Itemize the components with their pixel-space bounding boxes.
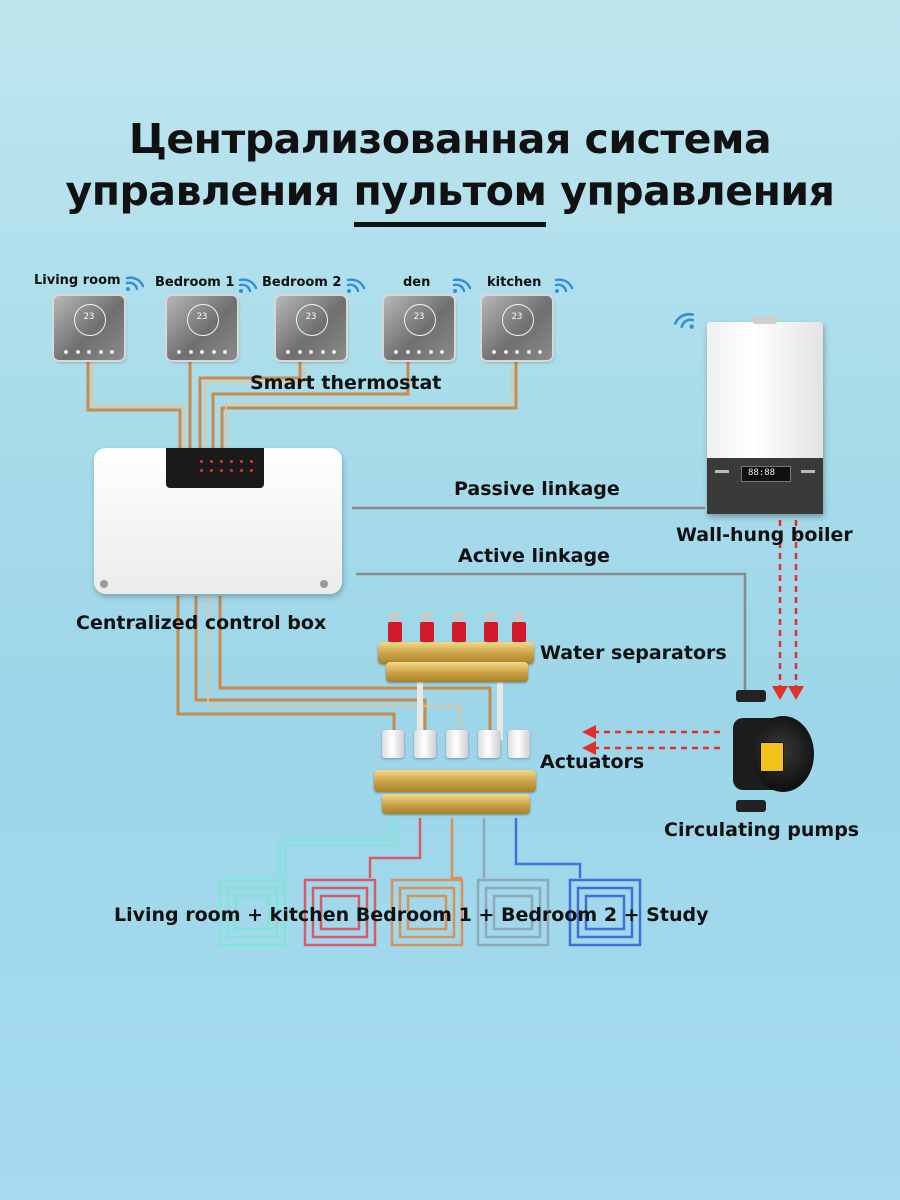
thermostat-temp: 23 (305, 312, 317, 322)
wifi-icon (452, 278, 472, 293)
title-underlined-word: пультом (353, 163, 547, 227)
page-title-line-1: Централизованная система (128, 115, 772, 163)
pump-flow-arrows (592, 730, 720, 750)
actuators-label: Actuators (540, 751, 645, 773)
thermostat-temp: 23 (413, 312, 425, 322)
page-title-line-2: управления пультом управления (0, 163, 900, 227)
boiler-flow-arrowheads (772, 686, 804, 700)
boiler-wifi-icon (673, 312, 695, 329)
thermostat-icon: 23 (482, 296, 552, 360)
boiler-icon (707, 316, 823, 514)
active-linkage-line (356, 572, 747, 690)
thermostat-icon: 23 (167, 296, 237, 360)
title-word-1: управления (65, 167, 341, 215)
thermostat-label-kitchen: kitchen (487, 275, 542, 290)
thermostat-icon: 23 (276, 296, 346, 360)
valve-icon (452, 612, 466, 642)
thermostat-label-den: den (403, 275, 431, 290)
wifi-icon (125, 276, 145, 291)
valve-icon (484, 612, 498, 642)
heating-loop-3 (390, 818, 464, 947)
water-separators-label: Water separators (540, 642, 727, 664)
valve-icon (388, 612, 402, 642)
pump-flow-arrowheads (582, 725, 596, 755)
circulating-pumps-label: Circulating pumps (664, 819, 860, 841)
active-linkage-label: Active linkage (458, 545, 610, 567)
valve-icon (420, 612, 434, 642)
thermostat-temp: 23 (511, 312, 523, 322)
actuator-wires (176, 596, 492, 738)
passive-linkage-label: Passive linkage (454, 478, 620, 500)
wifi-icon (238, 278, 258, 293)
thermostat-icon: 23 (384, 296, 454, 360)
heating-loop-5 (514, 818, 642, 947)
heating-loop-2 (303, 818, 422, 947)
smart-thermostat-label: Smart thermostat (250, 372, 442, 394)
heating-loop-1 (218, 818, 399, 947)
valve-icon (512, 612, 526, 642)
wifi-icon (346, 278, 366, 293)
wire-kitchen (220, 360, 518, 448)
thermostat-icon: 23 (54, 296, 124, 360)
title-word-3: управления (560, 167, 835, 215)
thermostat-label-living-room: Living room (34, 273, 121, 288)
zones-caption: Living room + kitchen Bedroom 1 + Bedroo… (114, 904, 709, 926)
thermostat-temp: 23 (83, 312, 95, 322)
control-box-icon (94, 448, 342, 594)
wire-den (211, 360, 410, 448)
thermostat-label-bedroom-2: Bedroom 2 (262, 275, 342, 290)
wifi-icon (554, 278, 574, 293)
boiler-label: Wall-hung boiler (676, 524, 853, 546)
wire-bedroom-2 (198, 360, 305, 448)
control-box-label: Centralized control box (76, 612, 327, 634)
heating-loop-4 (476, 818, 550, 947)
wire-living-room (86, 360, 185, 448)
thermostat-temp: 23 (196, 312, 208, 322)
thermostat-label-bedroom-1: Bedroom 1 (155, 275, 235, 290)
